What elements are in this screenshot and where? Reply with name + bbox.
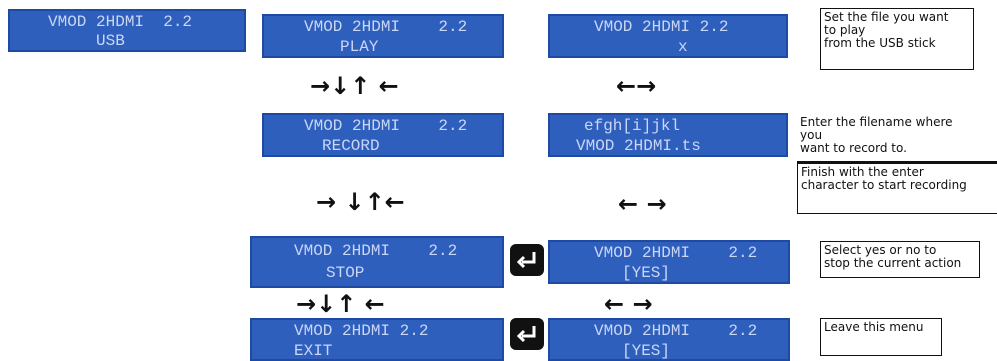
lcd-play-line1: VMOD 2HDMI 2.2 — [304, 18, 468, 36]
nav-arrows-stop: →↓↑ ← — [296, 290, 385, 318]
lcd-usb-line2: USB — [96, 32, 125, 50]
lcd-stop-line1: VMOD 2HDMI 2.2 — [294, 242, 458, 260]
lcd-playfile: VMOD 2HDMI 2.2 x — [548, 14, 788, 58]
lcd-record-line2: RECORD — [322, 137, 380, 155]
lcd-exit-confirm-line1: VMOD 2HDMI 2.2 — [594, 322, 758, 340]
enter-key-icon — [510, 244, 544, 276]
lcd-play: VMOD 2HDMI 2.2 PLAY — [262, 14, 504, 58]
lcd-exit-confirm-line2: [YES] — [622, 342, 671, 360]
note-stop: Select yes or no to stop the current act… — [820, 241, 980, 278]
nav-arrows-play: →↓↑ ← — [310, 72, 399, 100]
lcd-stop: VMOD 2HDMI 2.2 STOP — [250, 236, 504, 288]
lr-arrows-stop: ← → — [604, 290, 653, 318]
note-exit: Leave this menu — [820, 318, 942, 356]
note-record-filename: Enter the filename where you want to rec… — [800, 115, 953, 155]
lcd-exit-confirm: VMOD 2HDMI 2.2 [YES] — [548, 318, 790, 361]
lcd-exit-line2: EXIT — [294, 342, 333, 360]
lcd-stop-confirm-line1: VMOD 2HDMI 2.2 — [594, 244, 758, 262]
lcd-filename-line1: efgh[i]jkl — [584, 117, 681, 135]
lcd-usb-line1: VMOD 2HDMI 2.2 — [48, 13, 193, 31]
note-play: Set the file you want to play from the U… — [820, 8, 974, 70]
lcd-playfile-line2: x — [678, 38, 688, 56]
lcd-stop-line2: STOP — [326, 264, 365, 282]
lcd-record-line1: VMOD 2HDMI 2.2 — [304, 117, 468, 135]
lcd-filename: efgh[i]jkl VMOD 2HDMI.ts — [548, 113, 788, 157]
enter-key-icon-exit — [510, 318, 544, 350]
lcd-filename-line2: VMOD 2HDMI.ts — [576, 137, 701, 155]
lcd-playfile-line1: VMOD 2HDMI 2.2 — [594, 18, 729, 36]
lr-arrows-play: ←→ — [616, 72, 657, 100]
lr-arrows-record: ← → — [618, 190, 667, 218]
lcd-stop-confirm: VMOD 2HDMI 2.2 [YES] — [548, 240, 790, 284]
lcd-exit: VMOD 2HDMI 2.2 EXIT — [250, 318, 504, 361]
lcd-usb: VMOD 2HDMI 2.2 USB — [8, 9, 246, 52]
lcd-play-line2: PLAY — [340, 38, 379, 56]
lcd-record: VMOD 2HDMI 2.2 RECORD — [262, 113, 504, 157]
note-divider — [797, 161, 997, 164]
note-record-finish: Finish with the enter character to start… — [797, 164, 997, 214]
lcd-stop-confirm-line2: [YES] — [622, 264, 671, 282]
nav-arrows-record: → ↓↑← — [316, 188, 405, 216]
lcd-exit-line1: VMOD 2HDMI 2.2 — [294, 322, 429, 340]
